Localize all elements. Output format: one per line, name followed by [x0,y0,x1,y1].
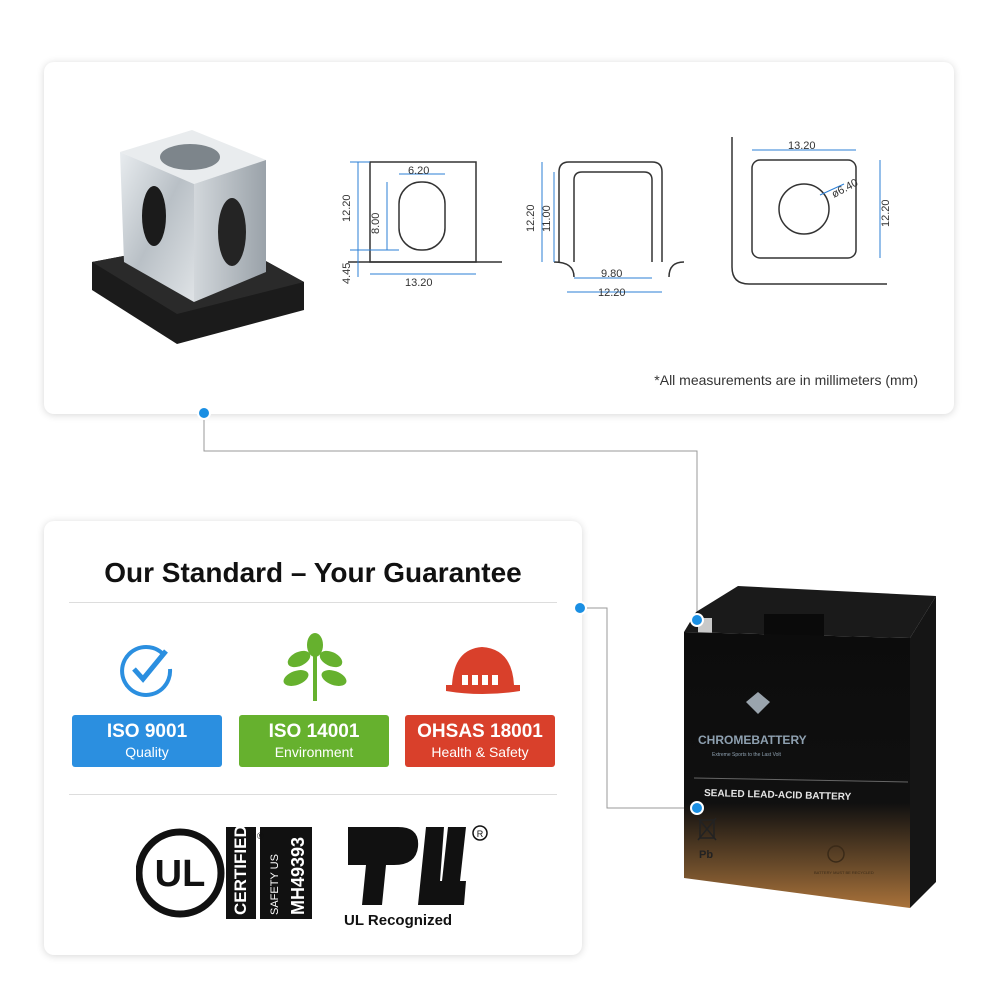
card-title: Our Standard – Your Guarantee [104,557,522,588]
brand-logo-icon [746,692,770,714]
badge-code: OHSAS 18001 [417,721,543,742]
terminal-illustration [92,130,304,344]
badge-label: Quality [125,744,169,760]
battery-tagline: Extreme Sports to the Last Volt [712,752,782,758]
measurement-note: *All measurements are in millimeters (mm… [654,372,918,388]
side-inner-height: 11.00 [541,205,553,232]
badge-label: Health & Safety [431,744,529,760]
front-width: 13.20 [405,277,433,289]
cert-number-text: MH49393 [288,837,308,915]
pb-label: Pb [699,849,713,861]
battery-illustration: CHROMEBATTERY Extreme Sports to the Last… [684,586,936,908]
badge-code: ISO 9001 [106,721,188,742]
battery-brand: CHROMEBATTERY [698,733,807,747]
front-hole-width: 6.20 [408,165,429,177]
ul-recognized-label: UL Recognized [344,912,452,929]
badge-code: ISO 14001 [268,721,360,742]
divider [69,794,557,795]
ul-mark-text: UL [155,853,206,895]
iso-14001-badge: ISO 14001 Environment [239,715,389,767]
side-inner-width: 9.80 [601,268,622,280]
top-height: 12.20 [880,199,892,227]
top-width: 13.20 [788,140,816,152]
terminal-dimensions-card: 6.20 12.20 8.00 4.45 13.20 12.20 11.00 9… [44,62,954,414]
standard-guarantee-card: Our Standard – Your Guarantee ISO 9001 Q… [44,521,582,955]
battery-type-label: SEALED LEAD-ACID BATTERY [704,788,852,803]
badge-label: Environment [274,744,354,760]
dimension-drawings: 6.20 12.20 8.00 4.45 13.20 12.20 11.00 9… [341,137,892,299]
front-base-offset: 4.45 [341,263,353,284]
certified-text: CERTIFIED [231,825,250,915]
check-circle-icon [120,644,173,697]
hard-hat-icon [446,647,520,694]
svg-text:®: ® [257,831,264,841]
recycle-note: BATTERY MUST BE RECYCLED [814,870,874,875]
side-width: 12.20 [598,287,626,299]
side-height: 12.20 [525,204,537,232]
leaf-plant-icon [283,633,347,701]
recycle-icon [827,845,845,863]
iso-9001-badge: ISO 9001 Quality [72,715,222,767]
ul-recognized-mark: R UL Recognized [344,825,488,929]
front-height: 12.20 [341,194,353,222]
svg-text:R: R [477,829,484,839]
ohsas-18001-badge: OHSAS 18001 Health & Safety [405,715,555,767]
front-hole-height: 8.00 [370,213,382,234]
crossed-bin-icon [697,817,717,841]
safety-us-text: SAFETY US [269,854,281,915]
divider [69,602,557,603]
ul-certified-mark: UL CERTIFIED SAFETY US MH49393 ® [136,825,312,919]
